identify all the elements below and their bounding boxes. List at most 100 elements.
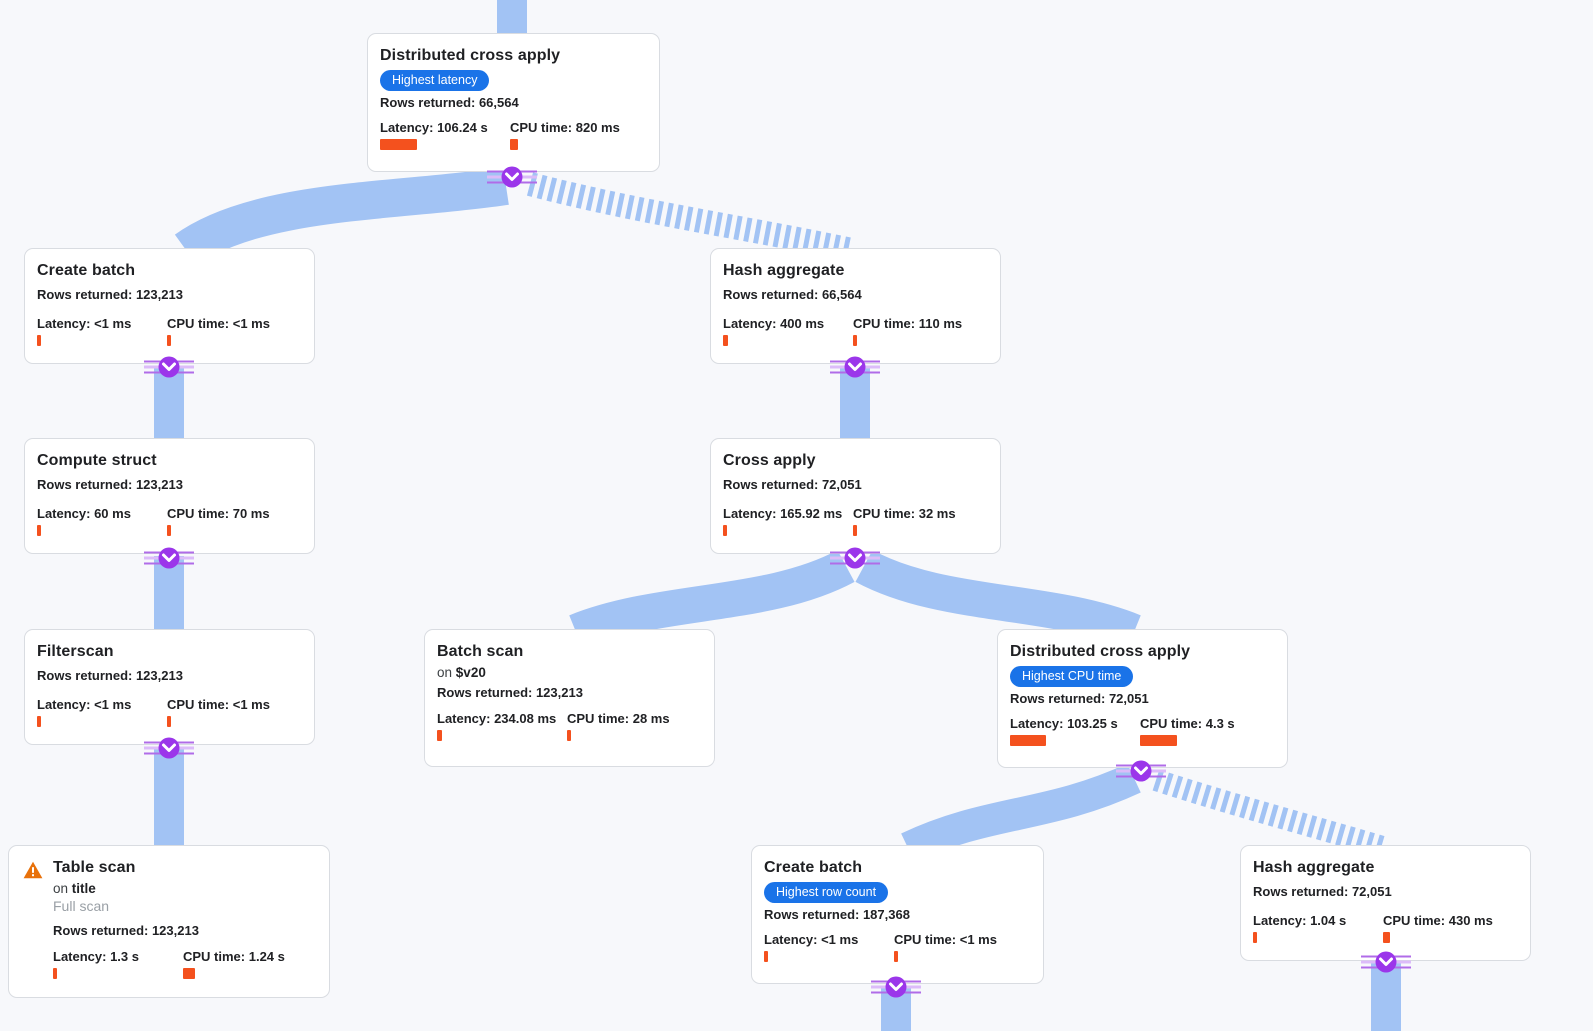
- plan-node-cross-apply[interactable]: Cross apply Rows returned: 72,051 Latenc…: [710, 438, 1001, 554]
- cpu-metric: CPU time: 28 ms: [567, 711, 670, 726]
- latency-metric: Latency: 1.04 s: [1253, 913, 1347, 928]
- plan-node-distributed-cross-apply-2[interactable]: Distributed cross apply Highest CPU time…: [997, 629, 1288, 768]
- rows-returned: Rows returned: 123,213: [37, 668, 183, 683]
- plan-node-create-batch-2[interactable]: Create batch Highest row count Rows retu…: [751, 845, 1044, 984]
- plan-node-table-scan[interactable]: Table scan on title Full scan Rows retur…: [8, 845, 330, 998]
- scan-type-note: Full scan: [53, 898, 110, 914]
- collapse-connector[interactable]: [1113, 759, 1169, 783]
- node-title: Distributed cross apply: [1010, 643, 1191, 660]
- highlight-badge: Highest CPU time: [1010, 666, 1134, 687]
- cpu-metric: CPU time: 820 ms: [510, 120, 620, 135]
- rows-returned: Rows returned: 187,368: [764, 907, 910, 922]
- rows-returned: Rows returned: 123,213: [37, 477, 183, 492]
- edge: [154, 747, 184, 847]
- edge-remote-striped: [1152, 769, 1390, 859]
- rows-returned: Rows returned: 123,213: [437, 685, 583, 700]
- rows-returned: Rows returned: 66,564: [380, 95, 519, 110]
- node-title: Create batch: [764, 859, 863, 876]
- node-title: Distributed cross apply: [380, 47, 561, 64]
- plan-node-filterscan[interactable]: Filterscan Rows returned: 123,213 Latenc…: [24, 629, 315, 745]
- latency-bar: [37, 716, 41, 727]
- latency-metric: Latency: 1.3 s: [53, 949, 139, 964]
- latency-metric: Latency: 106.24 s: [380, 120, 488, 135]
- cpu-metric: CPU time: <1 ms: [167, 697, 270, 712]
- latency-metric: Latency: <1 ms: [37, 697, 132, 712]
- collapse-connector[interactable]: [868, 975, 924, 999]
- cpu-bar: [183, 968, 195, 979]
- cpu-metric: CPU time: 110 ms: [853, 316, 963, 331]
- cpu-bar: [567, 730, 571, 741]
- plan-node-create-batch[interactable]: Create batch Rows returned: 123,213 Late…: [24, 248, 315, 364]
- rows-returned: Rows returned: 72,051: [1253, 884, 1392, 899]
- latency-bar: [37, 335, 41, 346]
- cpu-metric: CPU time: 1.24 s: [183, 949, 285, 964]
- warning-icon: [23, 861, 43, 884]
- collapse-connector[interactable]: [1358, 950, 1414, 974]
- latency-bar: [764, 951, 768, 962]
- cpu-metric: CPU time: <1 ms: [894, 932, 997, 947]
- latency-metric: Latency: 103.25 s: [1010, 716, 1118, 731]
- rows-returned: Rows returned: 66,564: [723, 287, 862, 302]
- cpu-bar: [1140, 735, 1177, 746]
- cpu-metric: CPU time: 70 ms: [167, 506, 270, 521]
- latency-bar: [380, 139, 417, 150]
- cpu-metric: CPU time: 430 ms: [1383, 913, 1493, 928]
- node-title: Create batch: [37, 262, 136, 279]
- cpu-metric: CPU time: <1 ms: [167, 316, 270, 331]
- edge: [569, 549, 855, 649]
- latency-metric: Latency: 400 ms: [723, 316, 825, 331]
- latency-bar: [53, 968, 57, 979]
- collapse-connector[interactable]: [141, 736, 197, 760]
- node-title: Hash aggregate: [1253, 859, 1375, 876]
- node-title: Batch scan: [437, 643, 524, 660]
- rows-returned: Rows returned: 123,213: [53, 923, 199, 938]
- latency-bar: [723, 525, 727, 536]
- scan-target: on $v20: [437, 665, 486, 680]
- scan-target: on title: [53, 881, 96, 896]
- edge: [154, 366, 184, 440]
- cpu-bar: [1383, 932, 1390, 943]
- latency-bar: [437, 730, 442, 741]
- cpu-bar: [853, 525, 857, 536]
- highlight-badge: Highest row count: [764, 882, 889, 903]
- edge: [1371, 961, 1401, 1031]
- edge: [855, 549, 1141, 649]
- cpu-bar: [167, 335, 171, 346]
- plan-node-hash-aggregate-2[interactable]: Hash aggregate Rows returned: 72,051 Lat…: [1240, 845, 1531, 961]
- rows-returned: Rows returned: 72,051: [723, 477, 862, 492]
- node-title: Compute struct: [37, 452, 157, 469]
- collapse-connector[interactable]: [827, 546, 883, 570]
- latency-metric: Latency: <1 ms: [764, 932, 859, 947]
- edge: [497, 0, 527, 35]
- collapse-connector[interactable]: [827, 355, 883, 379]
- plan-node-batch-scan[interactable]: Batch scan on $v20 Rows returned: 123,21…: [424, 629, 715, 767]
- edge: [840, 366, 870, 440]
- latency-metric: Latency: 234.08 ms: [437, 711, 557, 726]
- collapse-connector[interactable]: [484, 165, 540, 189]
- cpu-metric: CPU time: 4.3 s: [1140, 716, 1235, 731]
- node-title: Table scan: [53, 859, 136, 876]
- plan-node-distributed-cross-apply-root[interactable]: Distributed cross apply Highest latency …: [367, 33, 660, 172]
- edge: [901, 763, 1141, 863]
- latency-bar: [723, 335, 728, 346]
- rows-returned: Rows returned: 72,051: [1010, 691, 1149, 706]
- edge: [174, 167, 509, 266]
- cpu-bar: [167, 525, 171, 536]
- collapse-connector[interactable]: [141, 355, 197, 379]
- latency-metric: Latency: <1 ms: [37, 316, 132, 331]
- cpu-bar: [167, 716, 171, 727]
- highlight-badge: Highest latency: [380, 70, 490, 91]
- latency-metric: Latency: 60 ms: [37, 506, 131, 521]
- plan-node-hash-aggregate[interactable]: Hash aggregate Rows returned: 66,564 Lat…: [710, 248, 1001, 364]
- latency-bar: [37, 525, 41, 536]
- collapse-connector[interactable]: [141, 546, 197, 570]
- node-title: Hash aggregate: [723, 262, 845, 279]
- plan-node-compute-struct[interactable]: Compute struct Rows returned: 123,213 La…: [24, 438, 315, 554]
- node-title: Filterscan: [37, 643, 114, 660]
- cpu-metric: CPU time: 32 ms: [853, 506, 956, 521]
- latency-bar: [1253, 932, 1257, 943]
- node-title: Cross apply: [723, 452, 816, 469]
- latency-bar: [1010, 735, 1046, 746]
- cpu-bar: [853, 335, 857, 346]
